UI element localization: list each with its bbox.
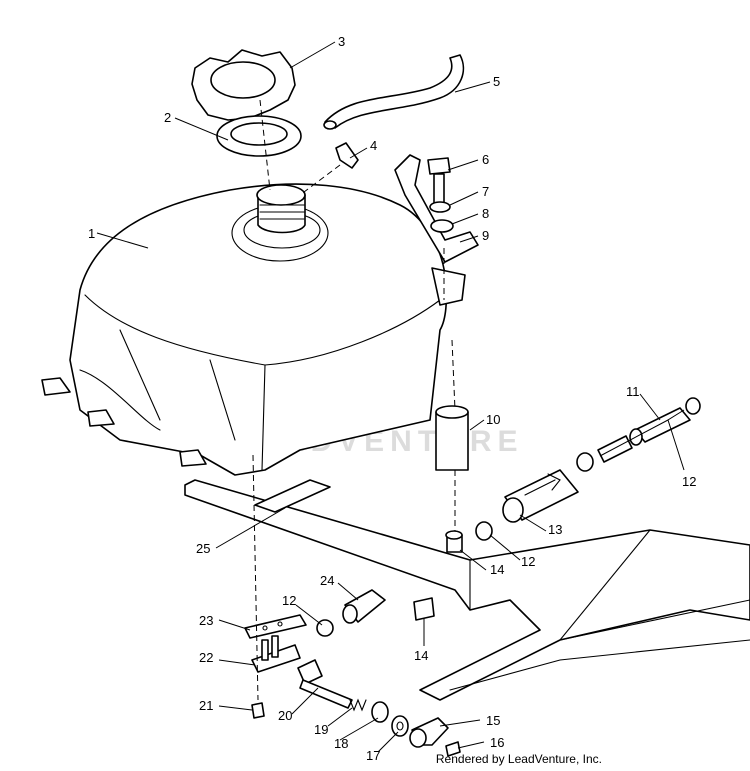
- callout-14a: 14: [490, 562, 504, 577]
- callout-21: 21: [199, 698, 213, 713]
- callout-25: 25: [196, 541, 210, 556]
- fuel-line: [597, 407, 691, 463]
- fuel-petcock: [251, 635, 301, 673]
- callout-5: 5: [493, 74, 500, 89]
- callout-20: 20: [278, 708, 292, 723]
- tank-pad: [254, 479, 331, 513]
- callout-8: 8: [482, 206, 489, 221]
- callout-17: 17: [366, 748, 380, 763]
- callout-6: 6: [482, 152, 489, 167]
- callout-10: 10: [486, 412, 500, 427]
- vent-hose: [323, 54, 465, 130]
- callout-11: 11: [626, 384, 640, 399]
- spacer: [435, 405, 469, 471]
- washer-18: [371, 701, 389, 723]
- grommets: [413, 530, 463, 621]
- seal-17: [391, 715, 409, 737]
- lever-screw: [445, 741, 461, 757]
- attribution-footer: Rendered by LeadVenture, Inc.: [435, 752, 602, 766]
- callout-23: 23: [199, 613, 213, 628]
- petcock-shaft: [297, 659, 353, 709]
- leader-lines: [96, 41, 685, 753]
- petcock-lever: [409, 717, 449, 748]
- callout-15: 15: [486, 713, 500, 728]
- callout-labels: 1 2 3 4 5 6 7 8 9 10 11 12 12 12 13 14 1…: [88, 34, 696, 763]
- mounting-bracket: [394, 154, 479, 263]
- washers: [429, 201, 454, 233]
- frame-rail: [184, 479, 750, 701]
- callout-16: 16: [490, 735, 504, 750]
- callout-12b: 12: [521, 554, 535, 569]
- callout-1: 1: [88, 226, 95, 241]
- vent-fitting: [335, 142, 359, 169]
- callout-24: 24: [320, 573, 334, 588]
- petcock-screw: [251, 702, 265, 719]
- callout-12c: 12: [282, 593, 296, 608]
- callout-2: 2: [164, 110, 171, 125]
- callout-7: 7: [482, 184, 489, 199]
- cap-gasket: [216, 115, 302, 157]
- fuel-tank: [41, 183, 466, 476]
- callout-3: 3: [338, 34, 345, 49]
- callout-12a: 12: [682, 474, 696, 489]
- callout-18: 18: [334, 736, 348, 751]
- fuel-line-lower: [342, 589, 386, 624]
- fuel-cap: [191, 49, 296, 121]
- callout-13: 13: [548, 522, 562, 537]
- fuel-filter: [502, 469, 579, 523]
- callout-4: 4: [370, 138, 377, 153]
- spring: [349, 698, 367, 712]
- callout-14b: 14: [414, 648, 428, 663]
- petcock-plate: [244, 614, 307, 639]
- callout-22: 22: [199, 650, 213, 665]
- callout-9: 9: [482, 228, 489, 243]
- bolt: [427, 157, 451, 206]
- callout-19: 19: [314, 722, 328, 737]
